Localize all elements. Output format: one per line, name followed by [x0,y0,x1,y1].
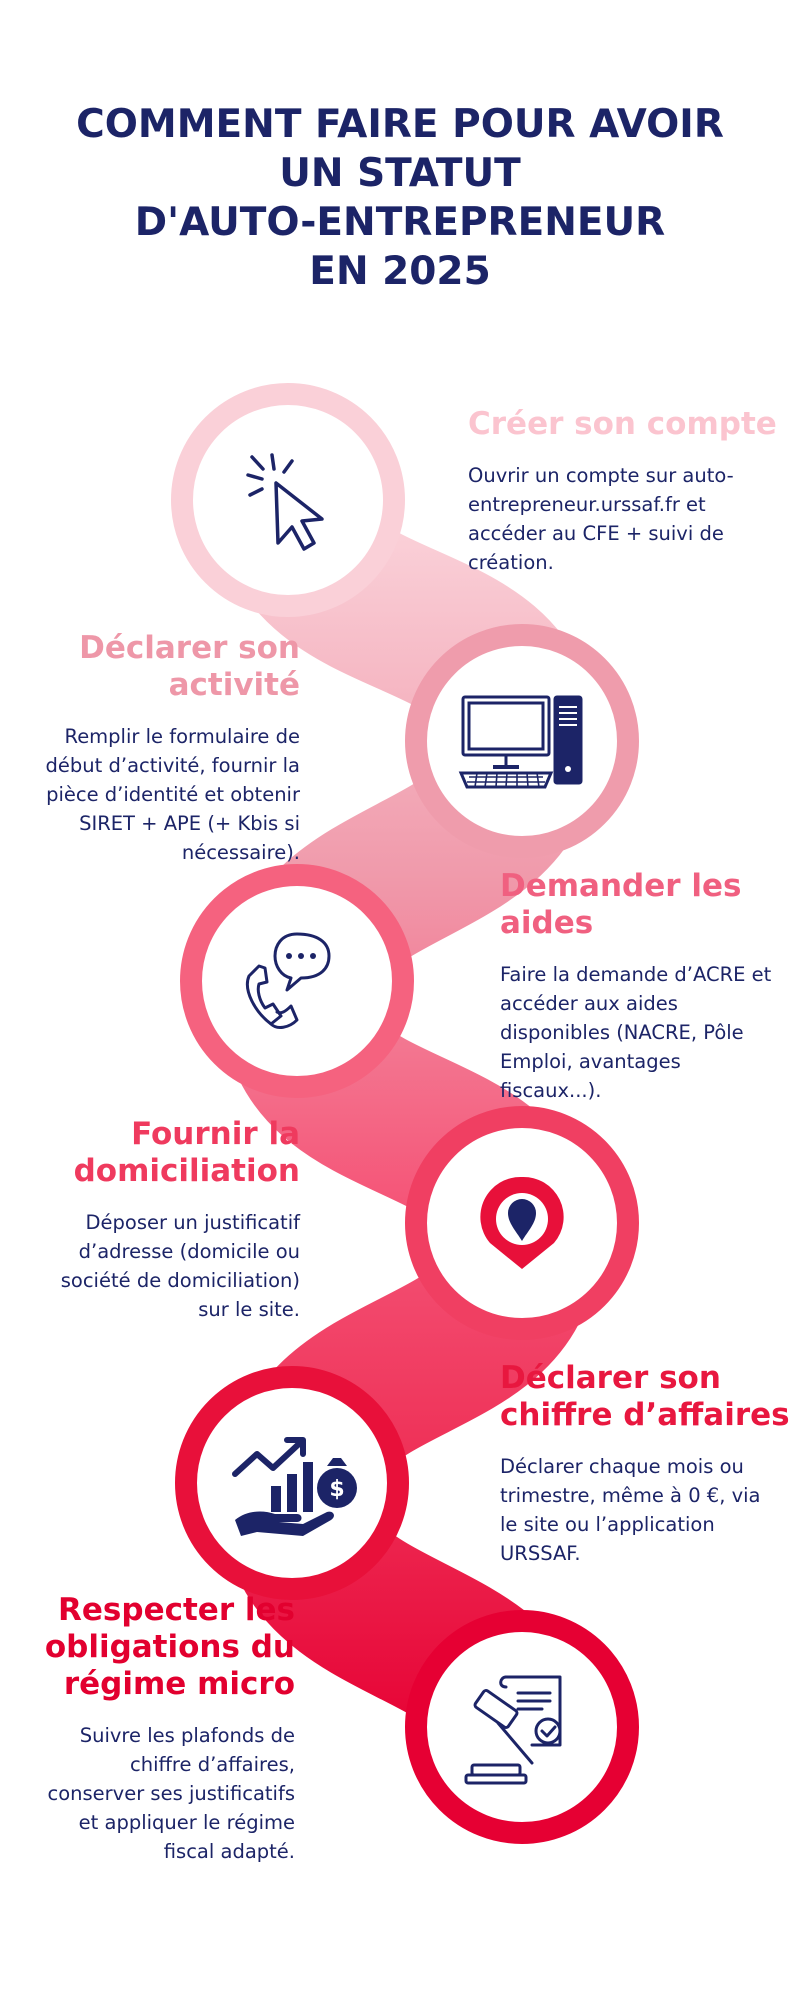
cursor-click-icon [246,453,324,551]
step-title: Fournir la domiciliation [10,1116,300,1190]
step-text-line: accéder aux aides [500,992,678,1015]
step-text-line: SIRET + APE (+ Kbis si [79,812,300,835]
step-text-line: société de domiciliation) [60,1269,300,1292]
step-title-line: activité [168,667,300,703]
step-text-line: création. [468,551,554,574]
step-declare-revenue: Déclarer son chiffre d’affaires Déclarer… [500,1360,800,1568]
step-text-line: fiscaux...). [500,1079,602,1102]
step-text-line: sur le site. [198,1298,300,1321]
step-text-line: trimestre, même à 0 €, via [500,1484,761,1507]
step-title: Demander les aides [500,868,800,942]
step-text-line: conserver ses justificatifs [47,1782,296,1805]
phone-chat-icon [246,932,331,1029]
step-title-line: Demander les [500,868,742,904]
step-title-line: obligations du [44,1629,295,1665]
step-description: Ouvrir un compte sur auto- entrepreneur.… [468,461,788,577]
title-line: D'AUTO-ENTREPRENEUR [134,200,666,245]
step-text-line: pièce d’identité et obtenir [46,783,300,806]
step-text-line: le site ou l’application [500,1513,715,1536]
desktop-computer-icon [458,695,583,789]
page-title: COMMENT FAIRE POUR AVOIR UN STATUT D'AUT… [0,100,800,296]
svg-text:$: $ [329,1477,344,1502]
step-title-line: Créer son compte [468,406,777,442]
step-title-line: domiciliation [73,1153,300,1189]
step-title-line: Fournir la [131,1116,300,1152]
step-description: Déposer un justificatif d’adresse (domic… [10,1208,300,1324]
step-title-line: aides [500,905,594,941]
step-title-line: Déclarer son [500,1360,721,1396]
step-text-line: début d’activité, fournir la [45,754,300,777]
step-text-line: fiscal adapté. [163,1840,295,1863]
step2-icon-circle [405,624,639,858]
step-text-line: URSSAF. [500,1542,581,1565]
step-text-line: chiffre d’affaires, [130,1753,295,1776]
gavel-document-icon [464,1675,562,1785]
step-micro-regime-obligations: Respecter les obligations du régime micr… [10,1592,295,1866]
step1-icon-circle [171,383,405,617]
step-text-line: Emploi, avantages [500,1050,681,1073]
step-text-line: disponibles (NACRE, Pôle [500,1021,744,1044]
step-create-account: Créer son compte Ouvrir un compte sur au… [468,406,788,577]
step-title-line: Respecter les [58,1592,295,1628]
step-title-line: Déclarer son [79,630,300,666]
step-text-line: Déclarer chaque mois ou [500,1455,744,1478]
step-description: Suivre les plafonds de chiffre d’affaire… [10,1721,296,1866]
step-request-aid: Demander les aides Faire la demande d’AC… [500,868,800,1105]
step-description: Remplir le formulaire de début d’activit… [10,722,300,867]
step-text-line: nécessaire). [181,841,300,864]
step-title: Déclarer son chiffre d’affaires [500,1360,800,1434]
step-text-line: Ouvrir un compte sur auto- [468,464,734,487]
step-text-line: entrepreneur.urssaf.fr et [468,493,706,516]
location-pin-icon [480,1176,564,1269]
step-description: Faire la demande d’ACRE et accéder aux a… [500,960,800,1105]
title-line: COMMENT FAIRE POUR AVOIR [76,102,724,147]
step-title: Respecter les obligations du régime micr… [10,1592,295,1703]
step-text-line: Remplir le formulaire de [64,725,300,748]
step5-icon-circle: $ [175,1366,409,1600]
step-text-line: Déposer un justificatif [85,1211,301,1234]
step-declare-activity: Déclarer son activité Remplir le formula… [10,630,300,867]
step-text-line: Suivre les plafonds de [79,1724,295,1747]
step-provide-domiciliation: Fournir la domiciliation Déposer un just… [10,1116,300,1324]
step-title: Créer son compte [468,406,788,443]
step-description: Déclarer chaque mois ou trimestre, même … [500,1452,800,1568]
title-line: UN STATUT [279,151,521,196]
step-title-line: chiffre d’affaires [500,1397,790,1433]
step-title: Déclarer son activité [10,630,300,704]
step-text-line: et appliquer le régime [78,1811,295,1834]
title-line: EN 2025 [309,249,491,294]
step-text-line: accéder au CFE + suivi de [468,522,724,545]
step-text-line: d’adresse (domicile ou [78,1240,300,1263]
step3-icon-circle [180,864,414,1098]
growth-money-icon: $ [232,1437,357,1536]
step4-icon-circle [405,1106,639,1340]
step-title-line: régime micro [63,1666,295,1702]
step-text-line: Faire la demande d’ACRE et [500,963,772,986]
step6-icon-circle [405,1610,639,1844]
